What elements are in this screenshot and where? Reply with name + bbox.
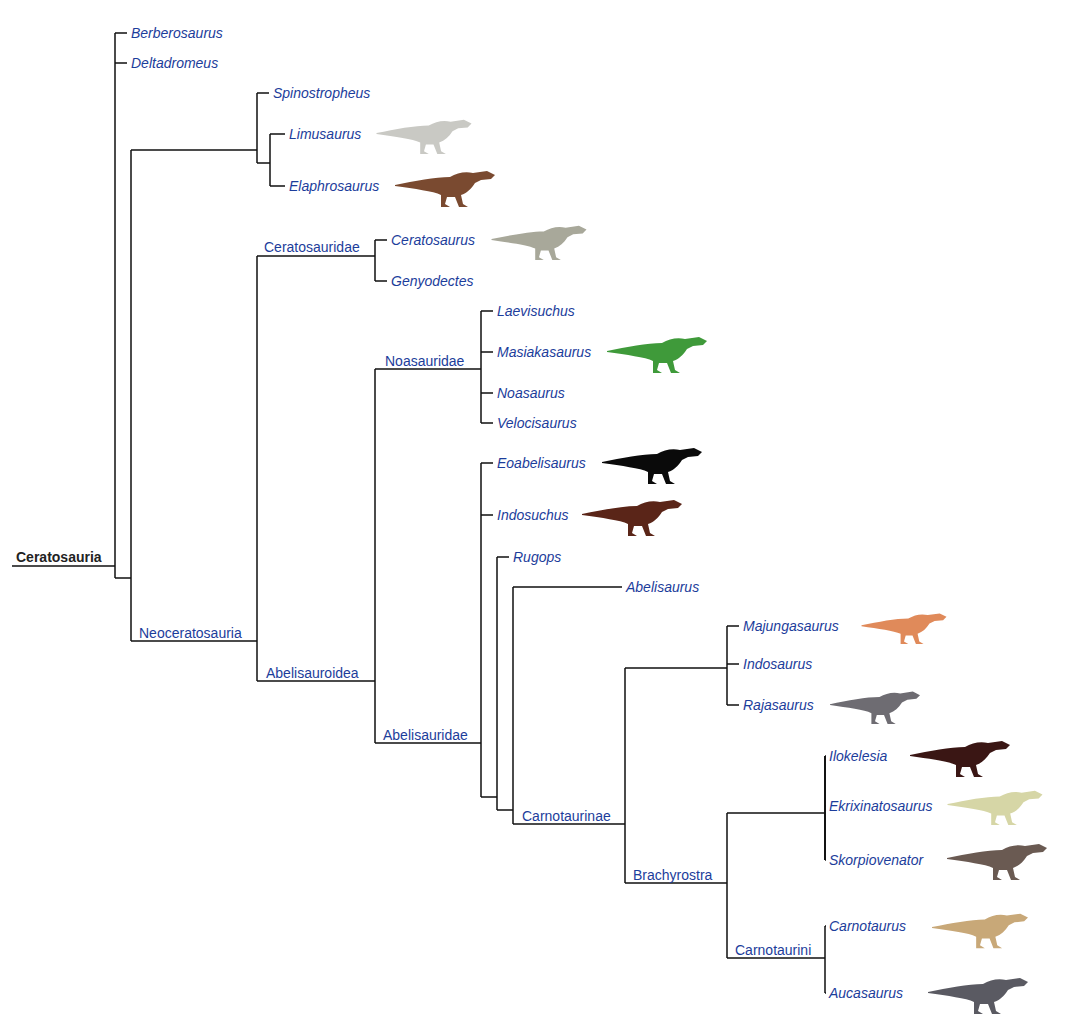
taxon-name: Velocisaurus [497,416,577,430]
dinosaur-figure [492,226,587,260]
dinosaur-figure [947,844,1047,880]
taxon-name: Rugops [513,550,561,564]
dinosaur-figure [607,337,707,373]
taxon-name: Elaphrosaurus [289,179,379,193]
taxon-name: Indosaurus [743,657,812,671]
taxon-name: Ekrixinatosaurus [829,799,933,813]
clade-name: Carnotaurinae [522,809,611,823]
dinosaur-figure [830,692,920,724]
dinosaur-figure [910,741,1010,777]
taxon-name: Indosuchus [497,508,569,522]
taxon-name: Genyodectes [391,274,474,288]
dinosaur-figure [582,500,682,536]
taxon-name: Abelisaurus [626,580,699,594]
tree-branches [12,33,826,993]
taxon-name: Aucasaurus [829,986,903,1000]
clade-name: Carnotaurini [735,943,811,957]
taxon-name: Ceratosaurus [391,233,475,247]
taxon-name: Skorpiovenator [829,853,923,867]
taxon-name: Spinostropheus [273,86,370,100]
dinosaur-illustrations [377,120,1048,1014]
clade-name: Neoceratosauria [139,626,242,640]
taxon-name: Majungasaurus [743,619,839,633]
taxon-name: Laevisuchus [497,304,575,318]
clade-name: Abelisauroidea [266,666,359,680]
taxon-name: Deltadromeus [131,56,218,70]
taxon-name: Rajasaurus [743,698,814,712]
taxon-name: Noasaurus [497,386,565,400]
root-clade-name: Ceratosauria [16,550,102,564]
taxon-name: Masiakasaurus [497,345,591,359]
clade-name: Brachyrostra [633,868,712,882]
dinosaur-figure [395,171,495,207]
dinosaur-figure [862,613,947,644]
taxon-name: Carnotaurus [829,919,906,933]
dinosaur-figure [928,978,1028,1014]
dinosaur-figure [602,448,702,484]
clade-name: Noasauridae [385,354,464,368]
clade-name: Abelisauridae [383,728,468,742]
taxon-name: Berberosaurus [131,26,223,40]
taxon-name: Eoabelisaurus [497,456,586,470]
dinosaur-figure [932,914,1028,949]
clade-name: Ceratosauridae [264,240,360,254]
dinosaur-figure [377,120,472,154]
dinosaur-figure [948,791,1043,825]
taxon-name: Limusaurus [289,127,361,141]
taxon-name: Ilokelesia [829,749,887,763]
